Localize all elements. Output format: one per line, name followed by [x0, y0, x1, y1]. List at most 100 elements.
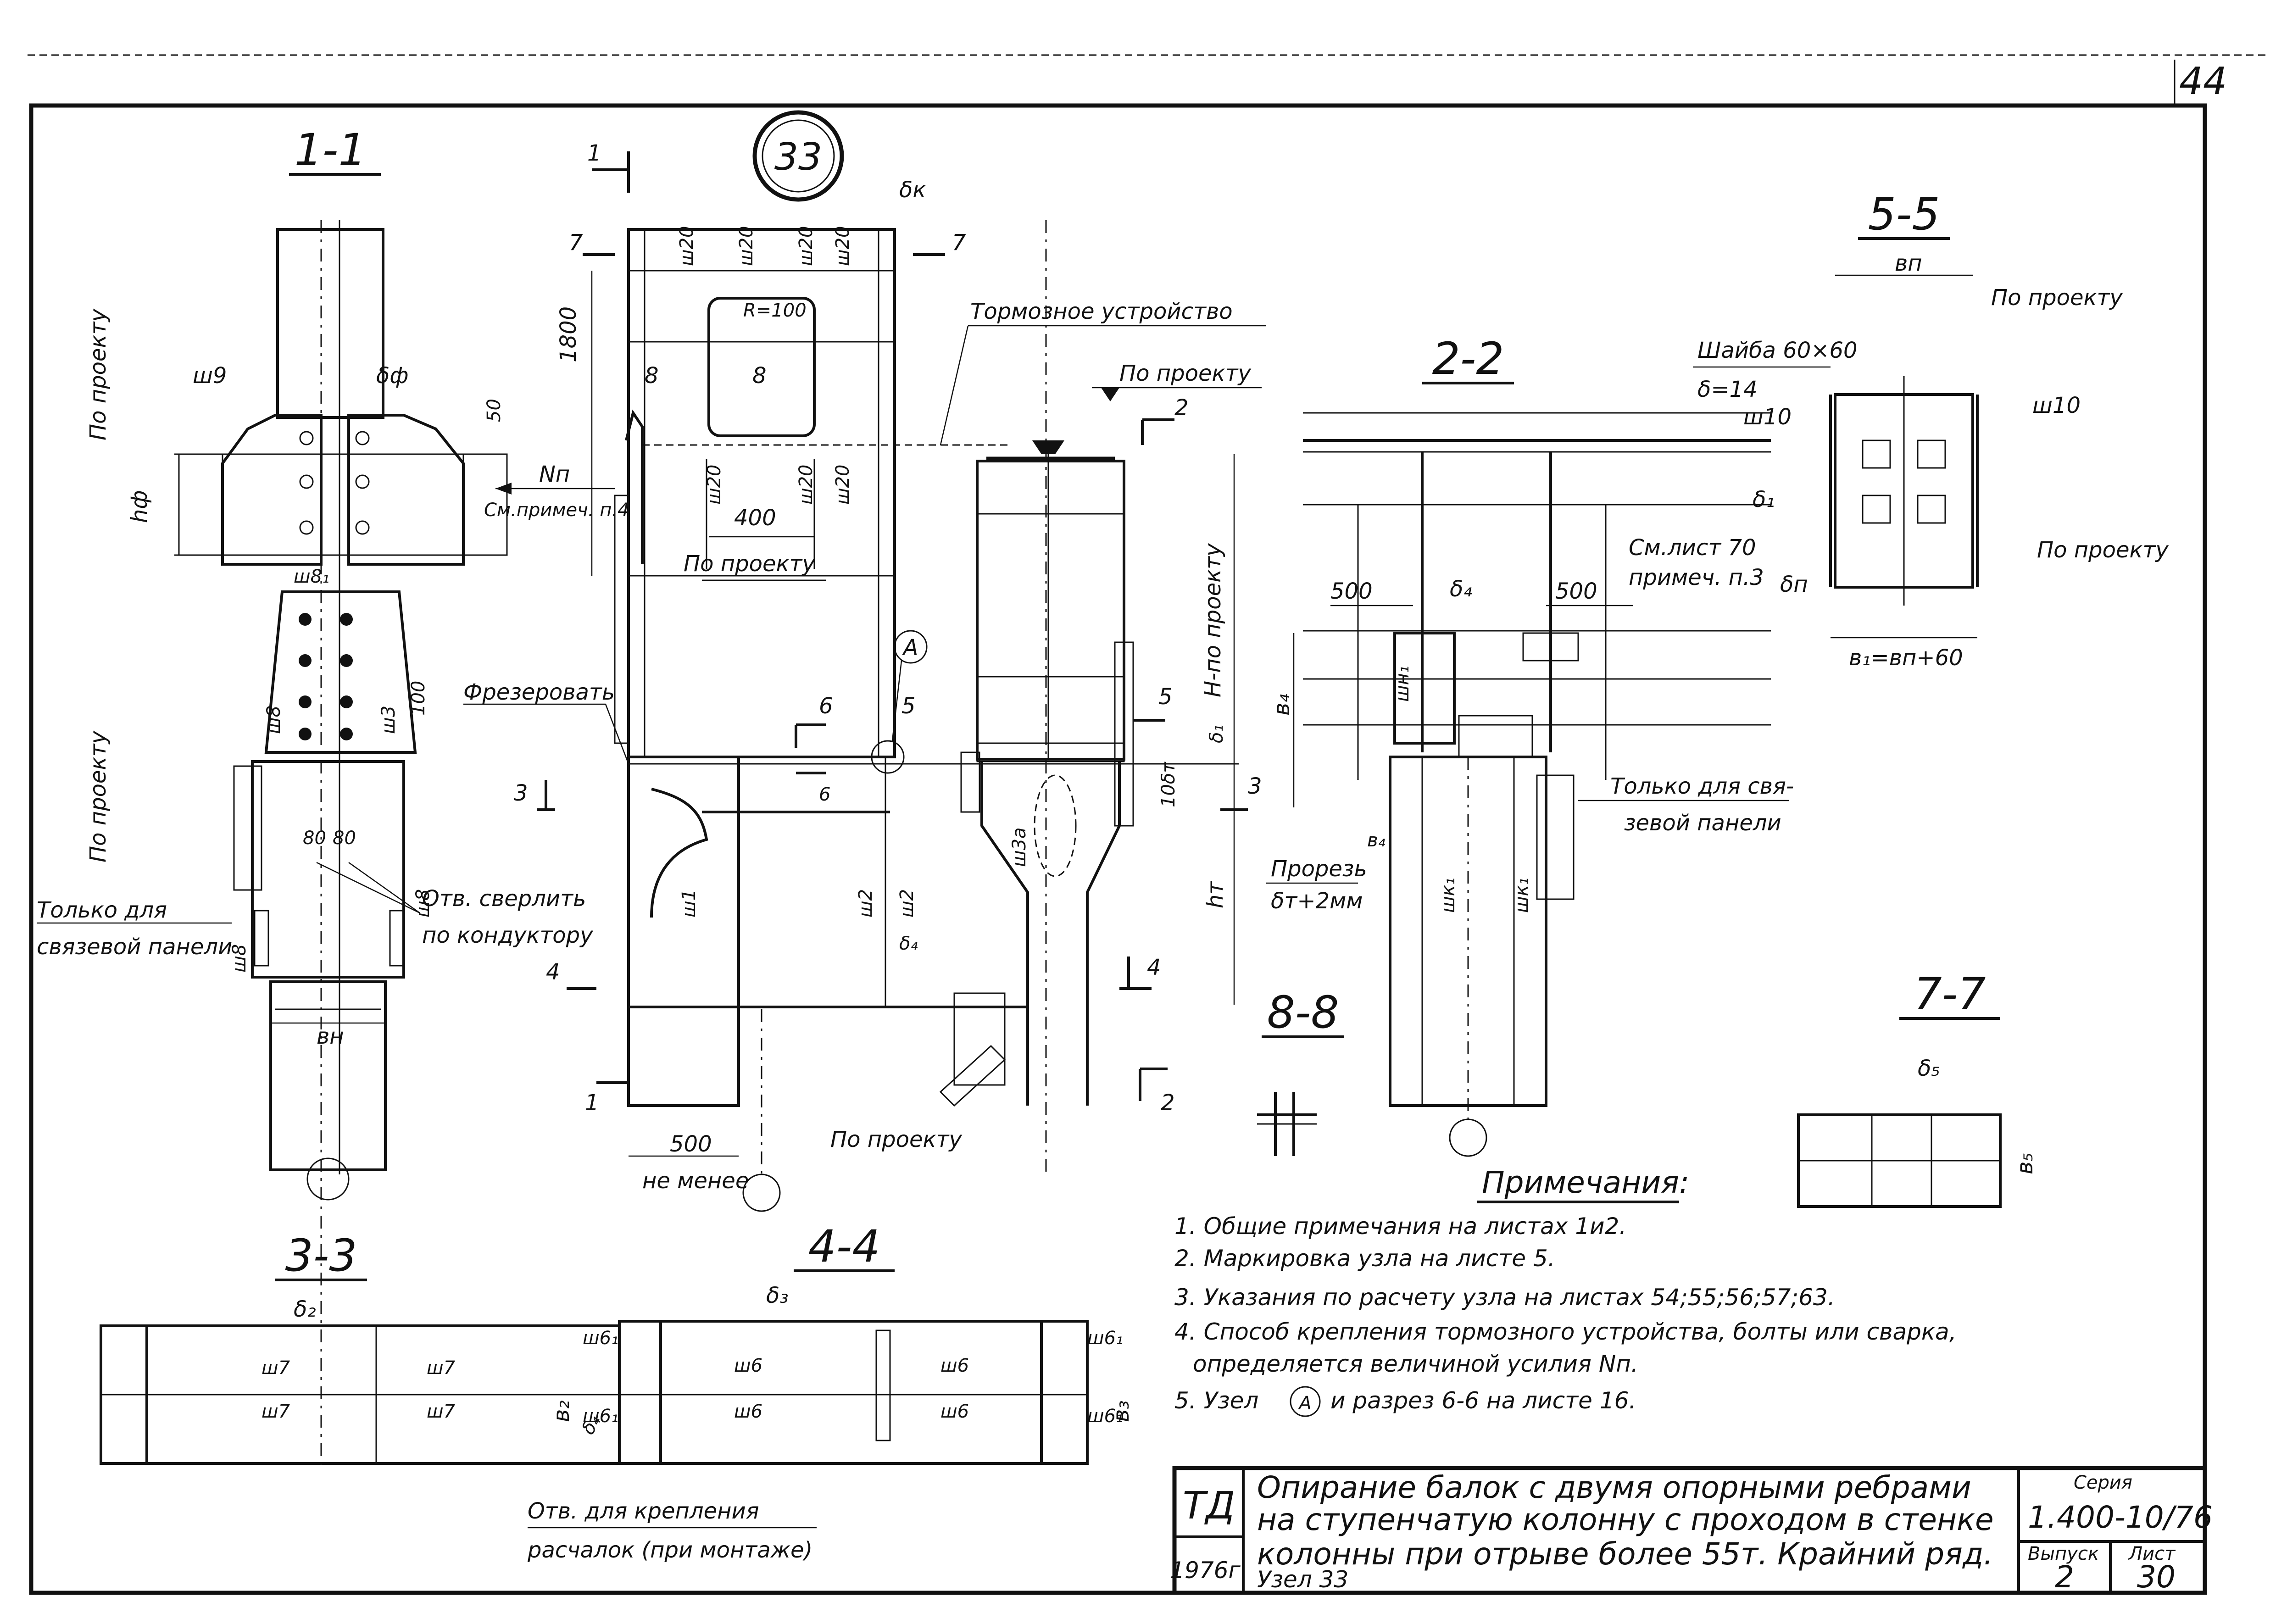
label-tolko-svyaz-2: связевой панели	[37, 934, 232, 960]
section-title-4-4: 4-4	[808, 1221, 880, 1272]
issue-label: Выпуск	[2028, 1543, 2099, 1564]
label-sh20-f: ш20	[796, 465, 817, 505]
transition-bolts	[299, 613, 353, 740]
label-otv-rasch-1: Отв. для крепления	[528, 1498, 759, 1524]
mark-7-right: 7	[952, 230, 966, 256]
label-sh6-c: ш6	[734, 1401, 762, 1422]
label-sh6-b: ш6	[940, 1355, 969, 1376]
note-5-start: 5. Узел	[1174, 1387, 1258, 1414]
mark-6-bottom: 6	[819, 784, 830, 805]
mark-4-left: 4	[546, 959, 560, 985]
label-sh10-a: ш10	[1743, 404, 1792, 430]
section-title-7-7: 7-7	[1914, 968, 1986, 1020]
label-sh61-44b: ш6₁	[1087, 1406, 1123, 1427]
mark-1-bottom-num: 1	[585, 1090, 599, 1116]
note-3: 3. Указания по расчету узла на листах 54…	[1174, 1284, 1835, 1311]
mark-8-right: 8	[752, 363, 767, 389]
label-sh3a: ш3а	[1009, 827, 1030, 867]
note-4-cont: определяется величиной усилия Nп.	[1193, 1351, 1638, 1377]
label-po-proektu-6: По проекту	[1991, 285, 2123, 311]
label-bp-55: вп	[1895, 250, 1922, 276]
label-100: 100	[408, 681, 429, 716]
label-po-proektu-4: По проекту	[830, 1127, 962, 1152]
note-2: 2. Маркировка узла на листе 5.	[1174, 1245, 1555, 1272]
label-otv-rasch-2: расчалок (при монтаже)	[527, 1537, 812, 1563]
label-shn1: шн₁	[1392, 666, 1413, 702]
label-d2-33: δ₂	[294, 1296, 316, 1322]
section-7-7: 7-7 δ₅ в₅	[1797, 968, 2038, 1208]
label-50: 50	[484, 399, 505, 422]
label-sm-list70-2: примеч. п.3	[1629, 565, 1764, 590]
label-sh7-c: ш7	[262, 1401, 290, 1422]
mark-8-left: 8	[645, 363, 659, 389]
label-shk1-a: шк₁	[1438, 878, 1459, 913]
label-ht: hт	[1202, 881, 1228, 908]
label-sh6-a: ш6	[734, 1355, 762, 1376]
notes-block: Примечания: 1. Общие примечания на листа…	[1174, 1165, 1957, 1417]
label-sh8-b: ш8	[412, 889, 434, 918]
label-shaiba-2: δ=14	[1697, 377, 1758, 402]
label-hf: hф	[127, 490, 152, 523]
series-value: 1.400-10/76	[2028, 1500, 2213, 1535]
label-80-b: 80	[333, 828, 356, 849]
section-4-4: 4-4 δ₃ ш6 ш6 ш6 ш6 ш6₁ ш6₁ в₃	[618, 1221, 1134, 1465]
label-sh7-d: ш7	[427, 1401, 456, 1422]
label-80-a: 80	[303, 828, 326, 849]
label-shk1-b: шк₁	[1511, 878, 1532, 913]
label-tolko-svyaz-1: Только для	[37, 897, 167, 923]
title-org: ТД	[1183, 1484, 1235, 1528]
label-po-proektu-1: По проекту	[85, 309, 111, 440]
series-label: Серия	[2074, 1472, 2132, 1493]
label-sh81: ш8₁	[294, 566, 329, 587]
label-sh20-c: ш20	[796, 226, 817, 267]
label-d3-44: δ₃	[766, 1283, 789, 1308]
label-po-proektu-3: По проекту	[684, 551, 815, 577]
label-b4-small: в₄	[1367, 830, 1386, 851]
label-sh3: ш3	[378, 706, 399, 734]
label-tolko-svyaz-b1: Только для свя-	[1610, 773, 1794, 799]
label-sh61-44a: ш6₁	[1087, 1328, 1123, 1349]
label-sh20-a: ш20	[676, 226, 697, 267]
label-500-2b: 500	[1555, 578, 1597, 604]
title-line-2: на ступенчатую колонну с проходом в стен…	[1257, 1502, 1994, 1537]
label-b4-2: в₄	[1269, 694, 1295, 716]
mark-7-left: 7	[569, 230, 583, 256]
note-5-ref: А	[1297, 1393, 1311, 1414]
mark-3-left: 3	[514, 780, 528, 806]
label-prorez-dim: δт+2мм	[1271, 888, 1363, 914]
section-1-1: 1-1 По проекту	[37, 124, 629, 1468]
label-b2: в₂	[549, 1400, 574, 1422]
label-sh7-b: ш7	[427, 1357, 456, 1379]
label-np: Nп	[539, 462, 570, 487]
label-sh2-b: ш2	[896, 889, 918, 918]
label-dk: δк	[899, 177, 926, 203]
label-sh10-b: ш10	[2032, 393, 2081, 418]
label-otv-sverlit-2: по кондуктору	[422, 923, 593, 948]
title-line-4: Узел 33	[1257, 1566, 1348, 1593]
label-d5: δ₅	[1918, 1056, 1940, 1081]
label-po-proektu-7: По проекту	[2037, 537, 2169, 563]
label-dp: δп	[1780, 572, 1808, 597]
sheet-number: 44	[2179, 60, 2227, 103]
label-sh20-b: ш20	[736, 226, 757, 267]
mark-5-left: 5	[901, 693, 916, 719]
label-bn: вн	[317, 1023, 344, 1049]
label-b5: в₅	[2012, 1152, 2038, 1174]
section-title-2-2: 2-2	[1432, 333, 1504, 384]
mark-6-top: 6	[819, 693, 833, 719]
label-b1-formula: в₁=вп+60	[1849, 645, 1963, 671]
section-5-5: 5-5 вп По проекту Шайба 60×60 δ=14 ш10 ш…	[1693, 189, 2169, 671]
label-b3: в₃	[1108, 1400, 1134, 1422]
sheet-label: Лист	[2128, 1543, 2176, 1564]
label-10dt: 10δт	[1158, 762, 1179, 807]
title-block: ТД 1976г. Опирание балок с двумя опорным…	[1170, 1466, 2213, 1595]
note-4: 4. Способ крепления тормозного устройств…	[1174, 1318, 1957, 1345]
notes-title: Примечания:	[1482, 1165, 1689, 1200]
sheet-frame: 44	[28, 54, 2266, 1595]
mark-2-top: 2	[1174, 395, 1189, 421]
issue-value: 2	[2055, 1559, 2074, 1595]
label-sh8-c: ш8	[229, 944, 250, 973]
label-sh7-a: ш7	[262, 1357, 290, 1379]
section-8-8: 8-8	[1257, 987, 1344, 1156]
